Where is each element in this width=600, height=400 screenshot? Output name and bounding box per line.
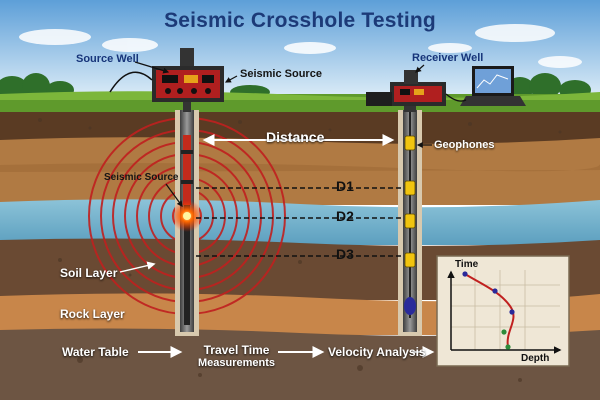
pointer-seismic-source-top (224, 75, 238, 83)
label-receiver-well: Receiver Well (412, 52, 484, 64)
pointer-seismic-source-bore (165, 183, 183, 207)
laptop-icon (445, 66, 526, 106)
label-d1: D1 (336, 178, 354, 194)
receiver-device-icon (366, 70, 446, 112)
label-travel-time: Travel Time Measurements (198, 344, 275, 370)
plot-point (462, 271, 468, 277)
label-d3: D3 (336, 246, 354, 262)
plot-point (501, 329, 507, 335)
distance-lines (196, 187, 404, 257)
plot-y-label: Time (455, 259, 479, 270)
seismic-source-device-icon (109, 48, 224, 112)
label-travel-time-line2: Measurements (198, 357, 276, 369)
plot-curve (464, 273, 515, 348)
pointer-source-well (134, 61, 170, 74)
diagram-title: Seismic Crosshole Testing (164, 9, 436, 32)
pointer-receiver-well (415, 64, 425, 73)
label-soil-layer: Soil Layer (60, 266, 118, 280)
velocity-plot (436, 255, 570, 367)
plot-x-label: Depth (521, 353, 550, 364)
plot-point (509, 309, 515, 315)
label-rock-layer: Rock Layer (60, 307, 125, 321)
geophone-icon (404, 135, 416, 268)
label-source-well: Source Well (76, 53, 139, 65)
label-water-table: Water Table (62, 345, 129, 359)
pointer-soil-layer (119, 261, 156, 273)
label-geophones: Geophones (434, 139, 495, 151)
label-seismic-source-bore: Seismic Source (104, 172, 179, 183)
label-seismic-source-top: Seismic Source (240, 68, 322, 80)
label-d2: D2 (336, 208, 354, 224)
clouds (19, 24, 582, 68)
label-velocity-analysis: Velocity Analysis (328, 345, 426, 359)
plot-point (505, 344, 511, 350)
label-travel-time-line1: Travel Time (203, 343, 270, 357)
plot-point (492, 288, 498, 294)
label-distance: Distance (266, 129, 325, 145)
